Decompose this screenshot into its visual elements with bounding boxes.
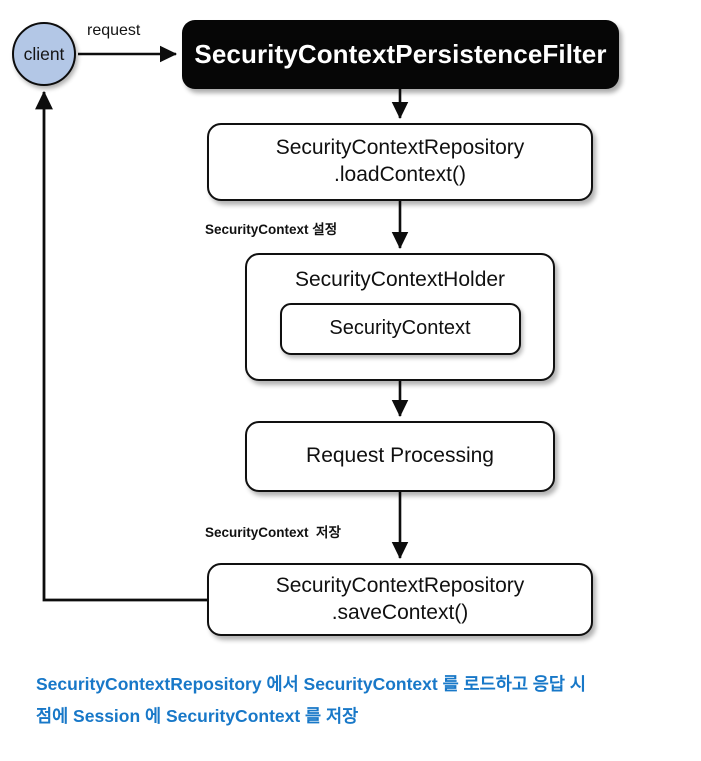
node-security-context-label: SecurityContext <box>329 317 471 340</box>
node-request-processing[interactable]: Request Processing <box>245 421 555 492</box>
node-load-line1: SecurityContextRepository <box>275 136 525 160</box>
node-security-context-repository-save[interactable]: SecurityContextRepository .saveContext() <box>207 563 593 636</box>
node-filter-label: SecurityContextPersistenceFilter <box>194 38 607 69</box>
edge-label-request: request <box>87 22 141 39</box>
node-holder-label: SecurityContextHolder <box>294 268 506 291</box>
node-client-label: client <box>23 43 65 64</box>
diagram-caption: SecurityContextRepository 에서 SecurityCon… <box>36 668 676 733</box>
edge-label-save-security-context: SecurityContext 저장 <box>205 525 341 540</box>
node-client[interactable]: client <box>12 22 76 86</box>
caption-line-2: 점에 Session 에 SecurityContext 를 저장 <box>36 706 359 727</box>
node-save-line1: SecurityContextRepository <box>275 573 525 597</box>
edge-label-set-security-context: SecurityContext 설정 <box>205 222 338 237</box>
node-security-context-repository-load[interactable]: SecurityContextRepository .loadContext() <box>207 123 593 201</box>
caption-line-1: SecurityContextRepository 에서 SecurityCon… <box>36 674 586 694</box>
node-security-context-holder[interactable]: SecurityContextHolder SecurityContext <box>245 253 555 381</box>
node-security-context-persistence-filter[interactable]: SecurityContextPersistenceFilter <box>182 20 619 89</box>
node-load-line2: .loadContext() <box>334 163 466 186</box>
edge-savecontext-to-client <box>35 90 207 602</box>
node-save-line2: .saveContext() <box>331 600 469 624</box>
node-request-processing-label: Request Processing <box>306 444 494 468</box>
node-security-context[interactable]: SecurityContext <box>279 302 521 355</box>
